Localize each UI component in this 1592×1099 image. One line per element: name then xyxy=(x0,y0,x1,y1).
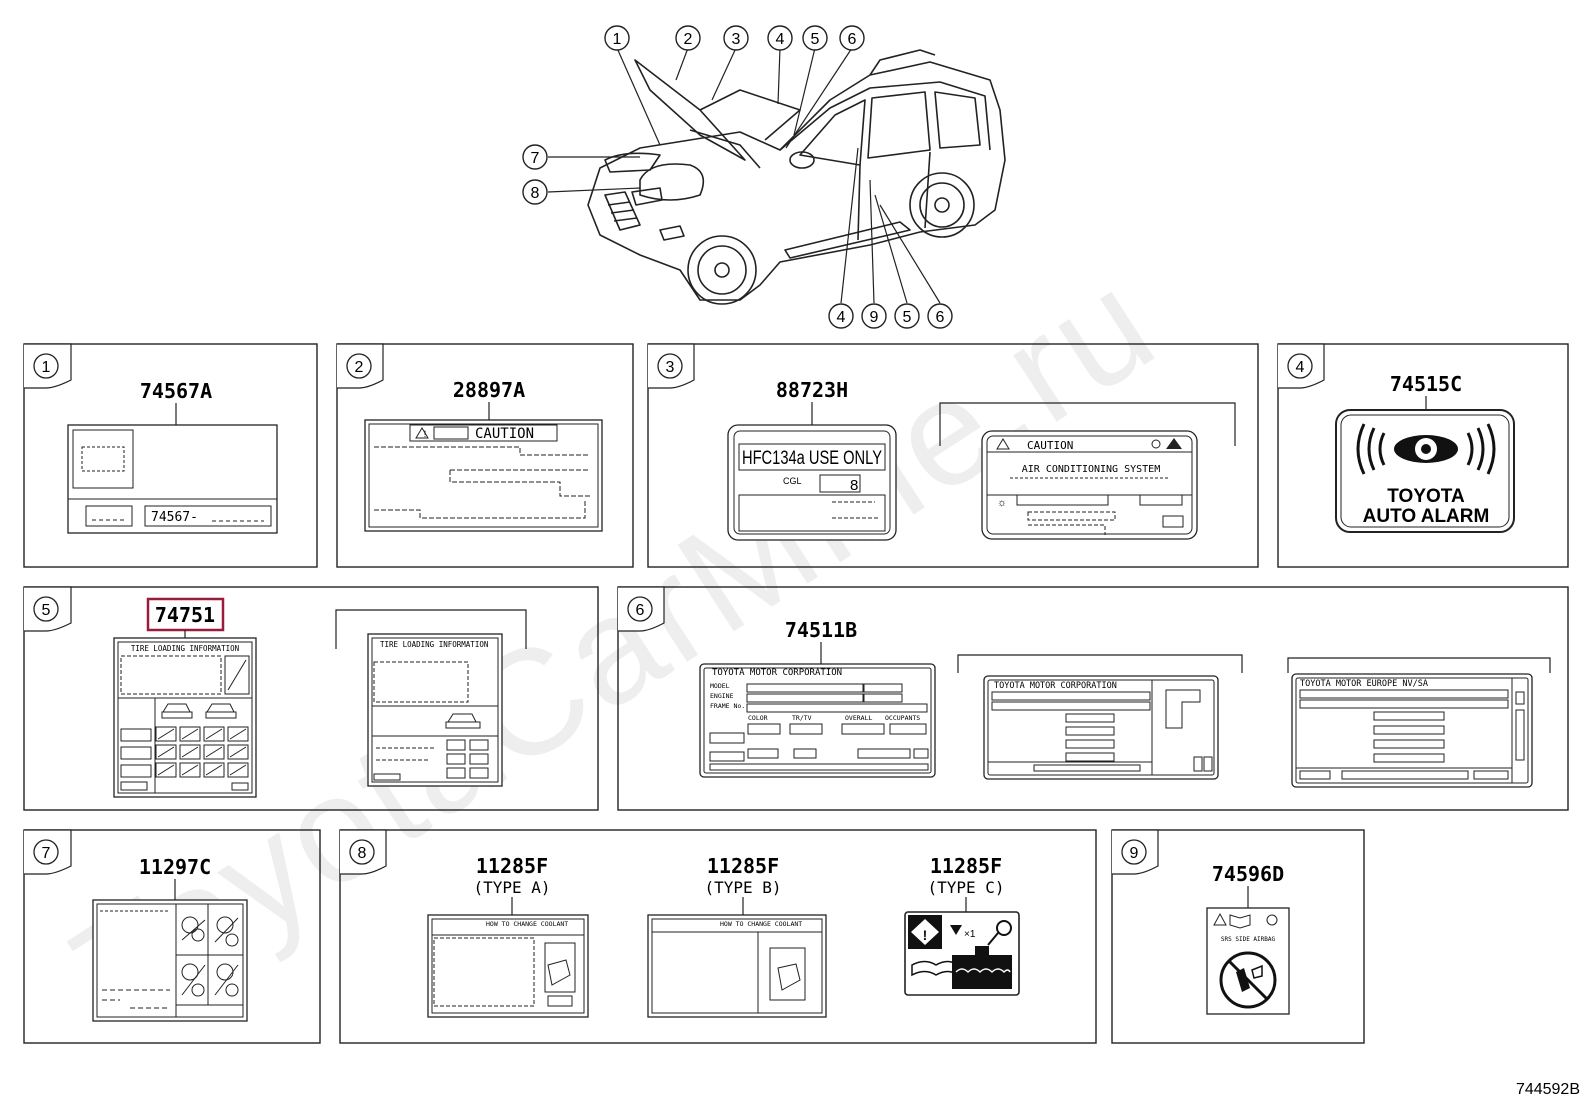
panel-8: 8 11285F (TYPE A) HOW TO CHANGE COOLANT … xyxy=(339,829,1097,1044)
svg-text:74567-: 74567- xyxy=(151,510,198,525)
svg-text:3: 3 xyxy=(732,31,741,48)
svg-text:HOW TO CHANGE COOLANT: HOW TO CHANGE COOLANT xyxy=(720,920,802,928)
part-number-11297C[interactable]: 11297C xyxy=(139,855,211,879)
part-number-74596D[interactable]: 74596D xyxy=(1212,862,1284,886)
callout-leaders xyxy=(547,47,941,304)
panel-7: 7 11297C xyxy=(23,829,321,1044)
svg-text:7: 7 xyxy=(42,845,51,862)
svg-text:2: 2 xyxy=(684,31,693,48)
svg-text:TOYOTA MOTOR CORPORATION: TOYOTA MOTOR CORPORATION xyxy=(712,668,842,678)
svg-text:CAUTION: CAUTION xyxy=(475,426,534,442)
svg-text:SRS SIDE AIRBAG: SRS SIDE AIRBAG xyxy=(1221,936,1276,943)
panel-4: 4 74515C TOYOTA AUTO ALARM xyxy=(1277,343,1569,568)
panel-5: 5 74751 TIRE LOADING INFORMATION TIRE LO… xyxy=(23,586,599,811)
callouts-left: 7 8 xyxy=(522,144,548,205)
diagram-id: 744592B xyxy=(1516,1081,1580,1098)
no-child-seat-icon xyxy=(1219,951,1277,1009)
coolant-warning-icons: ×1 xyxy=(911,920,1012,989)
svg-text:×1: ×1 xyxy=(964,929,976,940)
svg-text:ENGINE: ENGINE xyxy=(710,692,734,700)
svg-text:5: 5 xyxy=(811,31,820,48)
svg-text:☼: ☼ xyxy=(997,497,1007,509)
svg-text:7: 7 xyxy=(531,150,540,167)
part-number-88723H[interactable]: 88723H xyxy=(776,378,848,402)
svg-text:FRAME No.: FRAME No. xyxy=(710,702,745,710)
svg-text:(TYPE C): (TYPE C) xyxy=(927,878,1004,897)
part-number-74511B[interactable]: 74511B xyxy=(785,618,857,642)
part-number-74567A[interactable]: 74567A xyxy=(140,379,212,403)
svg-text:TOYOTA: TOYOTA xyxy=(1387,486,1465,507)
callouts-bottom: 4 9 5 6 xyxy=(828,303,953,329)
part-number-11285F-type-a[interactable]: 11285F xyxy=(476,854,548,878)
part-number-28897A[interactable]: 28897A xyxy=(453,378,525,402)
svg-text:8: 8 xyxy=(531,185,540,202)
svg-text:6: 6 xyxy=(936,309,945,326)
svg-text:AUTO ALARM: AUTO ALARM xyxy=(1363,506,1490,527)
svg-text:HFC134a USE ONLY: HFC134a USE ONLY xyxy=(742,448,882,469)
svg-text:8: 8 xyxy=(850,477,858,494)
svg-text:2: 2 xyxy=(355,359,364,376)
svg-text:TIRE LOADING INFORMATION: TIRE LOADING INFORMATION xyxy=(380,640,488,649)
svg-text:AIR CONDITIONING SYSTEM: AIR CONDITIONING SYSTEM xyxy=(1022,464,1160,475)
svg-text:6: 6 xyxy=(636,602,645,619)
panel-6: 6 74511B TOYOTA MOTOR CORPORATION MODEL … xyxy=(617,586,1569,811)
panel-1: 1 74567A 74567- xyxy=(23,343,318,568)
svg-text:TOYOTA MOTOR EUROPE NV/SA: TOYOTA MOTOR EUROPE NV/SA xyxy=(1300,679,1428,689)
svg-text:9: 9 xyxy=(870,309,879,326)
svg-text:!: ! xyxy=(424,429,427,439)
svg-text:4: 4 xyxy=(776,31,785,48)
svg-text:4: 4 xyxy=(837,309,846,326)
part-number-74515C[interactable]: 74515C xyxy=(1390,372,1462,396)
svg-text:5: 5 xyxy=(903,309,912,326)
part-number-11285F-type-b[interactable]: 11285F xyxy=(707,854,779,878)
svg-text:OVERALL: OVERALL xyxy=(845,714,872,722)
svg-text:1: 1 xyxy=(613,31,622,48)
svg-text:4: 4 xyxy=(1296,359,1305,376)
svg-text:8: 8 xyxy=(358,845,367,862)
svg-text:9: 9 xyxy=(1130,845,1139,862)
svg-text:HOW TO CHANGE COOLANT: HOW TO CHANGE COOLANT xyxy=(486,920,568,928)
svg-text:(TYPE B): (TYPE B) xyxy=(704,878,781,897)
svg-text:MODEL: MODEL xyxy=(710,682,730,690)
part-number-11285F-type-c[interactable]: 11285F xyxy=(930,854,1002,878)
svg-text:CGL: CGL xyxy=(783,476,802,486)
callouts-top: 1 2 3 4 5 6 xyxy=(604,25,865,51)
panel-9: 9 74596D SRS SIDE AIRBAG xyxy=(1111,829,1365,1044)
panel-2: 2 28897A ! CAUTION xyxy=(336,343,634,568)
svg-text:(TYPE A): (TYPE A) xyxy=(473,878,550,897)
svg-text:5: 5 xyxy=(42,602,51,619)
vehicle-illustration xyxy=(587,49,1006,305)
coolant-procedure-icons xyxy=(181,916,239,997)
svg-text:TOYOTA MOTOR CORPORATION: TOYOTA MOTOR CORPORATION xyxy=(994,681,1117,691)
svg-text:!: ! xyxy=(923,927,928,943)
panel-1-number: 1 xyxy=(42,359,51,376)
svg-text:COLOR: COLOR xyxy=(748,714,768,722)
svg-text:TIRE LOADING INFORMATION: TIRE LOADING INFORMATION xyxy=(131,644,239,653)
svg-text:TR/TV: TR/TV xyxy=(792,714,812,722)
panel-3: 3 88723H HFC134a USE ONLY CGL 8 CAUTION … xyxy=(647,343,1259,568)
alarm-icon xyxy=(1356,423,1496,475)
svg-text:3: 3 xyxy=(666,359,675,376)
svg-text:CAUTION: CAUTION xyxy=(1027,439,1073,452)
part-number-74751[interactable]: 74751 xyxy=(155,603,215,627)
svg-text:6: 6 xyxy=(848,31,857,48)
svg-text:OCCUPANTS: OCCUPANTS xyxy=(885,714,920,722)
